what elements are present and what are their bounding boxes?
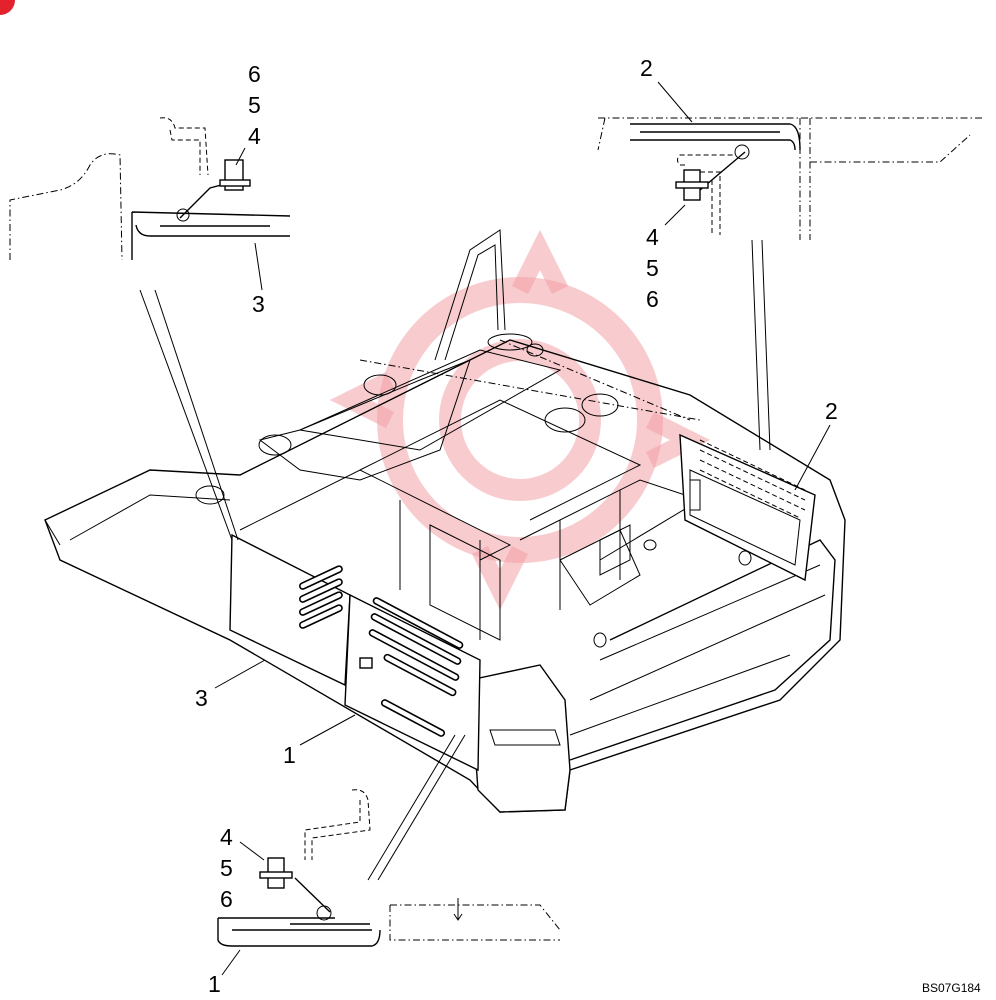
callout-2-upper-right: 2 [640,55,653,81]
callout-3-upper-left: 3 [252,291,265,317]
callout-3-main: 3 [195,685,208,711]
callout-5-bottom: 5 [220,855,233,881]
callout-6-upper-left: 6 [248,61,261,87]
callout-4-upper-right: 4 [646,224,659,250]
detail-upper-right [597,81,985,451]
detail-bottom [217,734,561,976]
callout-4-upper-left: 4 [248,123,261,149]
machine-assembly [44,229,846,813]
callout-5-upper-right: 5 [646,255,659,281]
watermark-logo [329,229,711,611]
callout-1-bottom: 1 [208,971,221,997]
callout-6-bottom: 6 [220,886,233,912]
callout-2-main: 2 [825,398,838,424]
callout-1-main: 1 [283,742,296,768]
drawing-code: BS07G184 [922,981,981,995]
corner-badge [0,0,15,15]
callout-5-upper-left: 5 [248,92,261,118]
callout-4-bottom: 4 [220,824,233,850]
callout-6-upper-right: 6 [646,286,659,312]
detail-upper-left [9,117,291,541]
